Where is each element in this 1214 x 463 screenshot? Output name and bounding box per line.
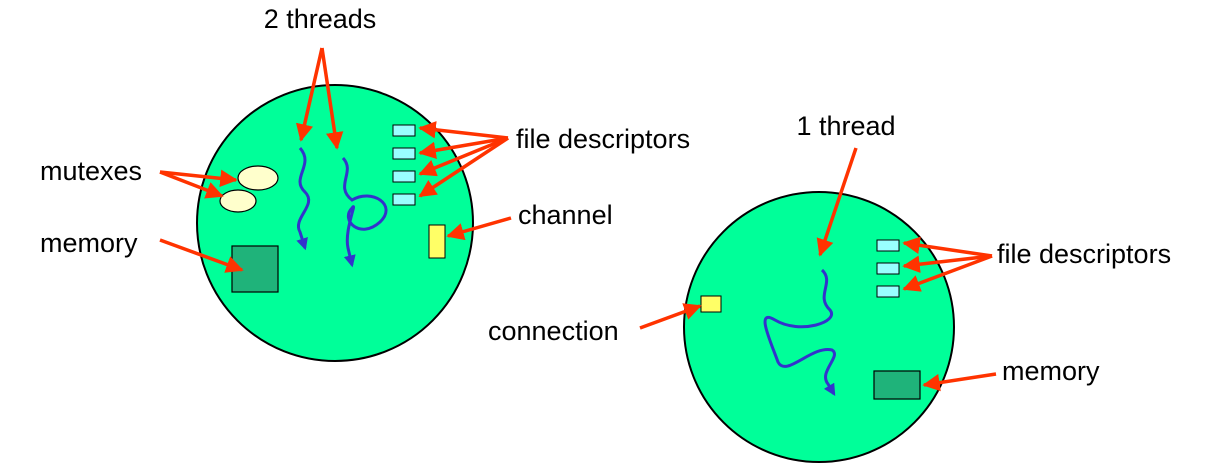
file-descriptor-icon [392, 124, 416, 137]
arrow [639, 303, 702, 330]
file-descriptors-label: file descriptors [997, 239, 1171, 269]
memory-block [873, 370, 921, 400]
arrow [418, 121, 509, 140]
arrow [816, 147, 858, 257]
channel-label: channel [518, 200, 613, 230]
arrow [922, 372, 997, 392]
mutex-icon [237, 165, 279, 191]
file-descriptor-icon [876, 262, 900, 275]
arrow [418, 136, 509, 198]
arrow [446, 216, 512, 241]
thread-icon [341, 156, 388, 268]
mutexes-label: mutexes [40, 156, 142, 186]
file-descriptors-label: file descriptors [516, 124, 690, 154]
arrow [159, 169, 238, 188]
file-descriptor-icon [876, 285, 900, 298]
right-process [683, 191, 955, 463]
file-descriptor-icon [392, 170, 416, 183]
thread-label: 1 thread [796, 111, 895, 141]
arrow [295, 47, 324, 142]
memory-label: memory [40, 228, 138, 258]
right-annotation-arrows [639, 147, 997, 392]
file-descriptor-icon [392, 147, 416, 160]
memory-label: memory [1002, 356, 1100, 386]
file-descriptor-icon [392, 193, 416, 206]
right-process-circle [683, 191, 955, 463]
arrow [418, 136, 509, 159]
file-descriptor-icon [876, 239, 900, 252]
arrow [902, 254, 993, 292]
arrow [902, 254, 993, 273]
arrow [159, 170, 224, 199]
arrow [320, 47, 344, 150]
left-process [196, 84, 474, 362]
channel-icon [428, 224, 446, 259]
arrow [159, 238, 244, 273]
connection-label: connection [488, 316, 619, 346]
left-annotation-arrows [159, 47, 512, 273]
thread-icon [296, 147, 311, 251]
connection-icon [700, 295, 722, 313]
threads-label: 2 threads [264, 4, 377, 34]
mutex-icon [219, 189, 257, 213]
memory-block [231, 245, 279, 293]
thread-icon [763, 268, 836, 397]
arrow [902, 236, 993, 258]
arrow [418, 136, 509, 177]
